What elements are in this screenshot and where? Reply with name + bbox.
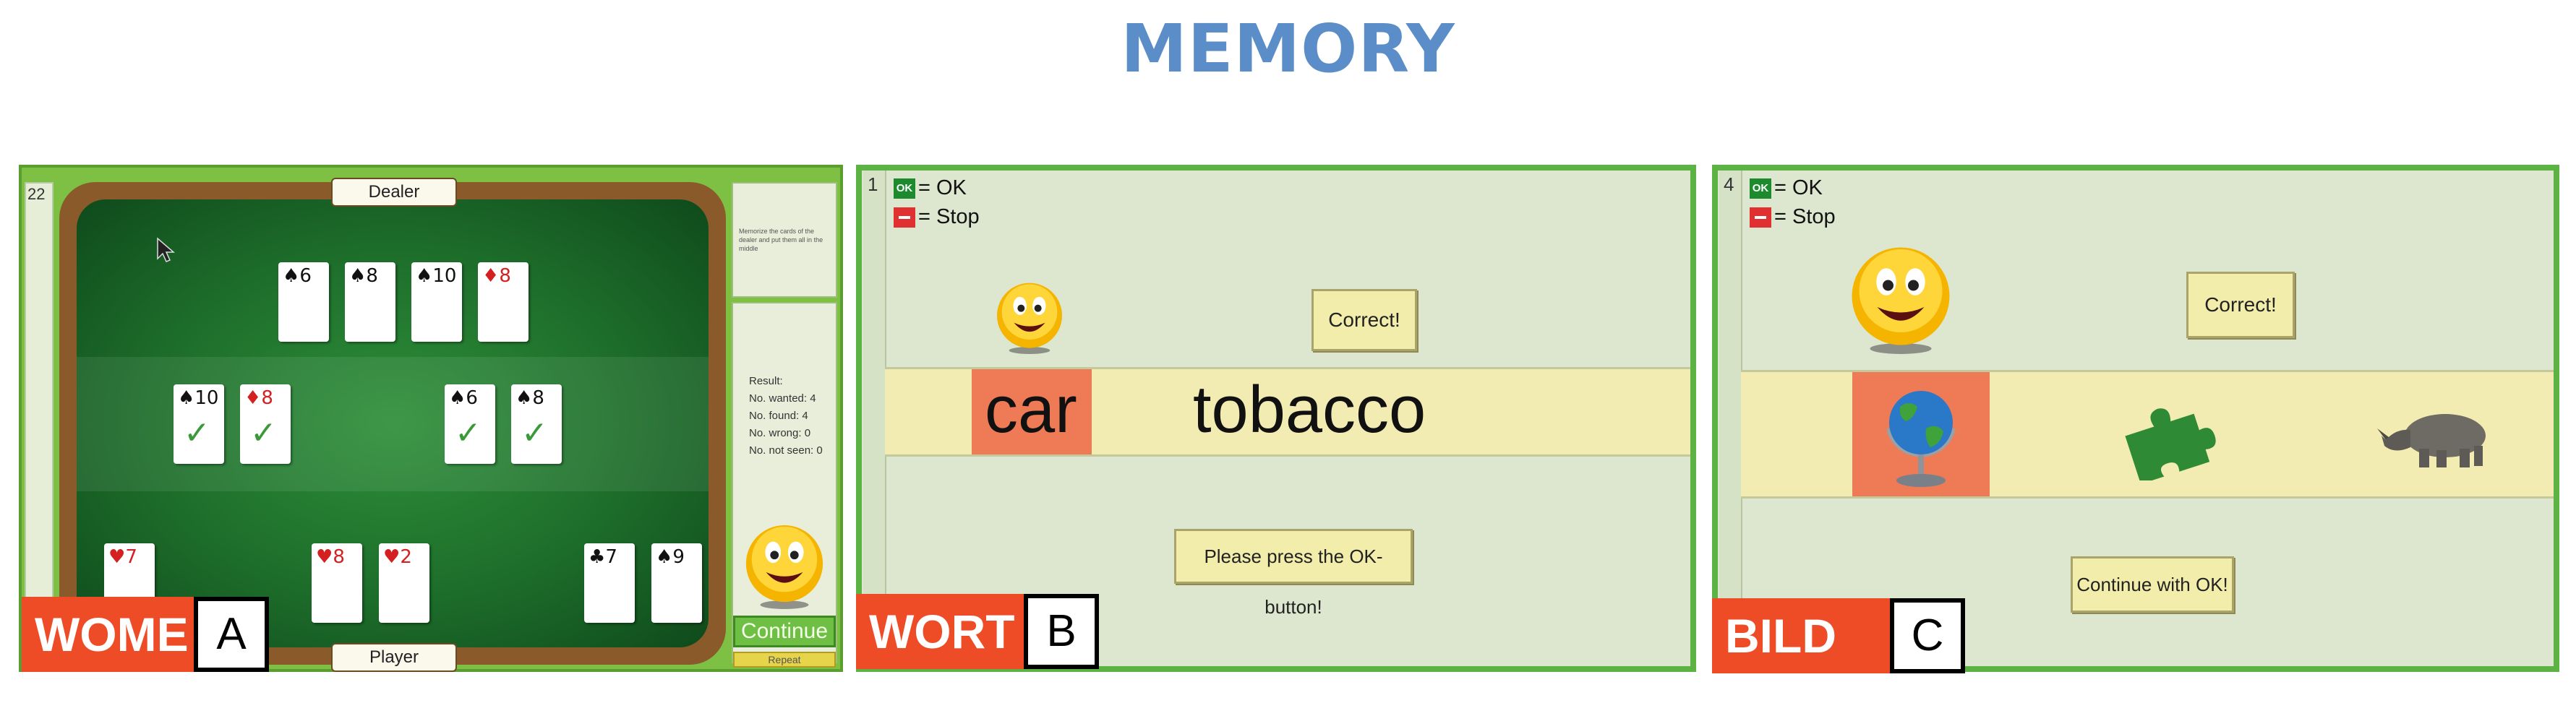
found-card[interactable]: ♠8✓ (511, 384, 562, 464)
found-card[interactable]: ♦8✓ (240, 384, 291, 464)
word-tobacco[interactable]: tobacco (1193, 373, 1426, 447)
stimulus-band (1741, 370, 2554, 499)
result-heading: Result: (749, 375, 783, 387)
word-highlight[interactable] (972, 369, 1092, 454)
task-name: BILD (1712, 598, 1890, 673)
dealer-card[interactable]: ♠6 (278, 262, 329, 342)
progress-strip (1719, 171, 1742, 666)
correct-feedback: Correct! (2186, 272, 2295, 338)
task-letter: A (194, 597, 269, 672)
side-panel: Memorize the cards of the dealer and put… (732, 182, 837, 668)
result-wrong: No. wrong: 0 (749, 427, 811, 439)
found-card[interactable]: ♠10✓ (174, 384, 224, 464)
card-table: ♠6 ♠8 ♠10 ♦8 ♠10✓ ♦8✓ ♠6✓ ♠8✓ ♥7 ♥8 ♥2 ♣… (59, 178, 726, 672)
progress-strip (25, 182, 54, 647)
task-name: WOME (22, 597, 194, 672)
continue-button[interactable]: Continue (733, 616, 836, 647)
mouse-cursor-icon (157, 237, 176, 262)
globe-icon[interactable] (1878, 378, 1964, 493)
smiley-icon (1852, 247, 1950, 354)
stop-key-icon (894, 207, 915, 228)
check-icon: ✓ (250, 415, 277, 452)
task-name: WORT (856, 594, 1024, 669)
stimulus-band: car tobacco (885, 367, 1690, 457)
word-highlighted: car (985, 373, 1077, 447)
player-card[interactable]: ♥2 (379, 543, 429, 623)
check-icon: ✓ (521, 415, 548, 452)
result-found: No. found: 4 (749, 410, 808, 422)
player-card[interactable]: ♠9 (651, 543, 702, 623)
result-not-seen: No. not seen: 0 (749, 444, 823, 457)
panel-bild: 4 OK= OK = Stop Correct! (1712, 165, 2559, 673)
smiley-icon (745, 525, 823, 609)
dealer-card[interactable]: ♦8 (478, 262, 529, 342)
result-wanted: No. wanted: 4 (749, 392, 816, 405)
instructions-box: Memorize the cards of the dealer and put… (732, 182, 837, 298)
smiley-icon (997, 283, 1062, 354)
trial-counter: 1 (868, 173, 878, 195)
repeat-button[interactable]: Repeat (733, 652, 836, 668)
progress-strip (863, 171, 886, 666)
dealer-label: Dealer (331, 178, 457, 207)
player-label: Player (331, 643, 457, 672)
task-letter: B (1024, 594, 1099, 669)
dealer-card[interactable]: ♠8 (345, 262, 395, 342)
check-icon: ✓ (455, 415, 482, 452)
legend-ok: OK= OK (1750, 176, 1823, 200)
ok-key-icon: OK (894, 178, 915, 199)
legend-stop: = Stop (1750, 205, 1836, 229)
legend-ok: OK= OK (894, 176, 967, 200)
panel-wome: 22 ♠6 ♠8 ♠10 ♦8 ♠10✓ ♦8✓ ♠6✓ ♠8✓ ♥7 ♥8 ♥… (19, 165, 843, 672)
player-card[interactable]: ♥8 (312, 543, 362, 623)
rhinoceros-icon[interactable] (2374, 400, 2497, 472)
instructions-text: Memorize the cards of the dealer and put… (739, 228, 823, 252)
check-icon: ✓ (184, 415, 210, 452)
prompt-press-ok: Please press the OK-button! (1174, 529, 1413, 618)
panel-wort: 1 OK= OK = Stop Correct! car tobacco Ple… (856, 165, 1696, 672)
correct-feedback: Correct! (1311, 289, 1417, 351)
puzzle-piece-icon[interactable] (2115, 394, 2224, 480)
table-felt: ♠6 ♠8 ♠10 ♦8 ♠10✓ ♦8✓ ♠6✓ ♠8✓ ♥7 ♥8 ♥2 ♣… (77, 199, 709, 647)
legend-stop: = Stop (894, 205, 980, 229)
trial-counter: 22 (27, 185, 46, 203)
found-card[interactable]: ♠6✓ (445, 384, 495, 464)
trial-counter: 4 (1724, 173, 1734, 195)
prompt-continue-ok: Continue with OK! (2071, 556, 2234, 613)
stop-key-icon (1750, 207, 1771, 228)
dealer-card[interactable]: ♠10 (411, 262, 462, 342)
task-letter: C (1890, 598, 1965, 673)
result-box: Result: No. wanted: 4 No. found: 4 No. w… (732, 302, 837, 663)
player-card[interactable]: ♣7 (584, 543, 635, 623)
result-list: Result: No. wanted: 4 No. found: 4 No. w… (733, 303, 836, 460)
page-title: MEMORY (1121, 10, 1455, 87)
ok-key-icon: OK (1750, 178, 1771, 199)
middle-zone[interactable] (77, 357, 709, 491)
